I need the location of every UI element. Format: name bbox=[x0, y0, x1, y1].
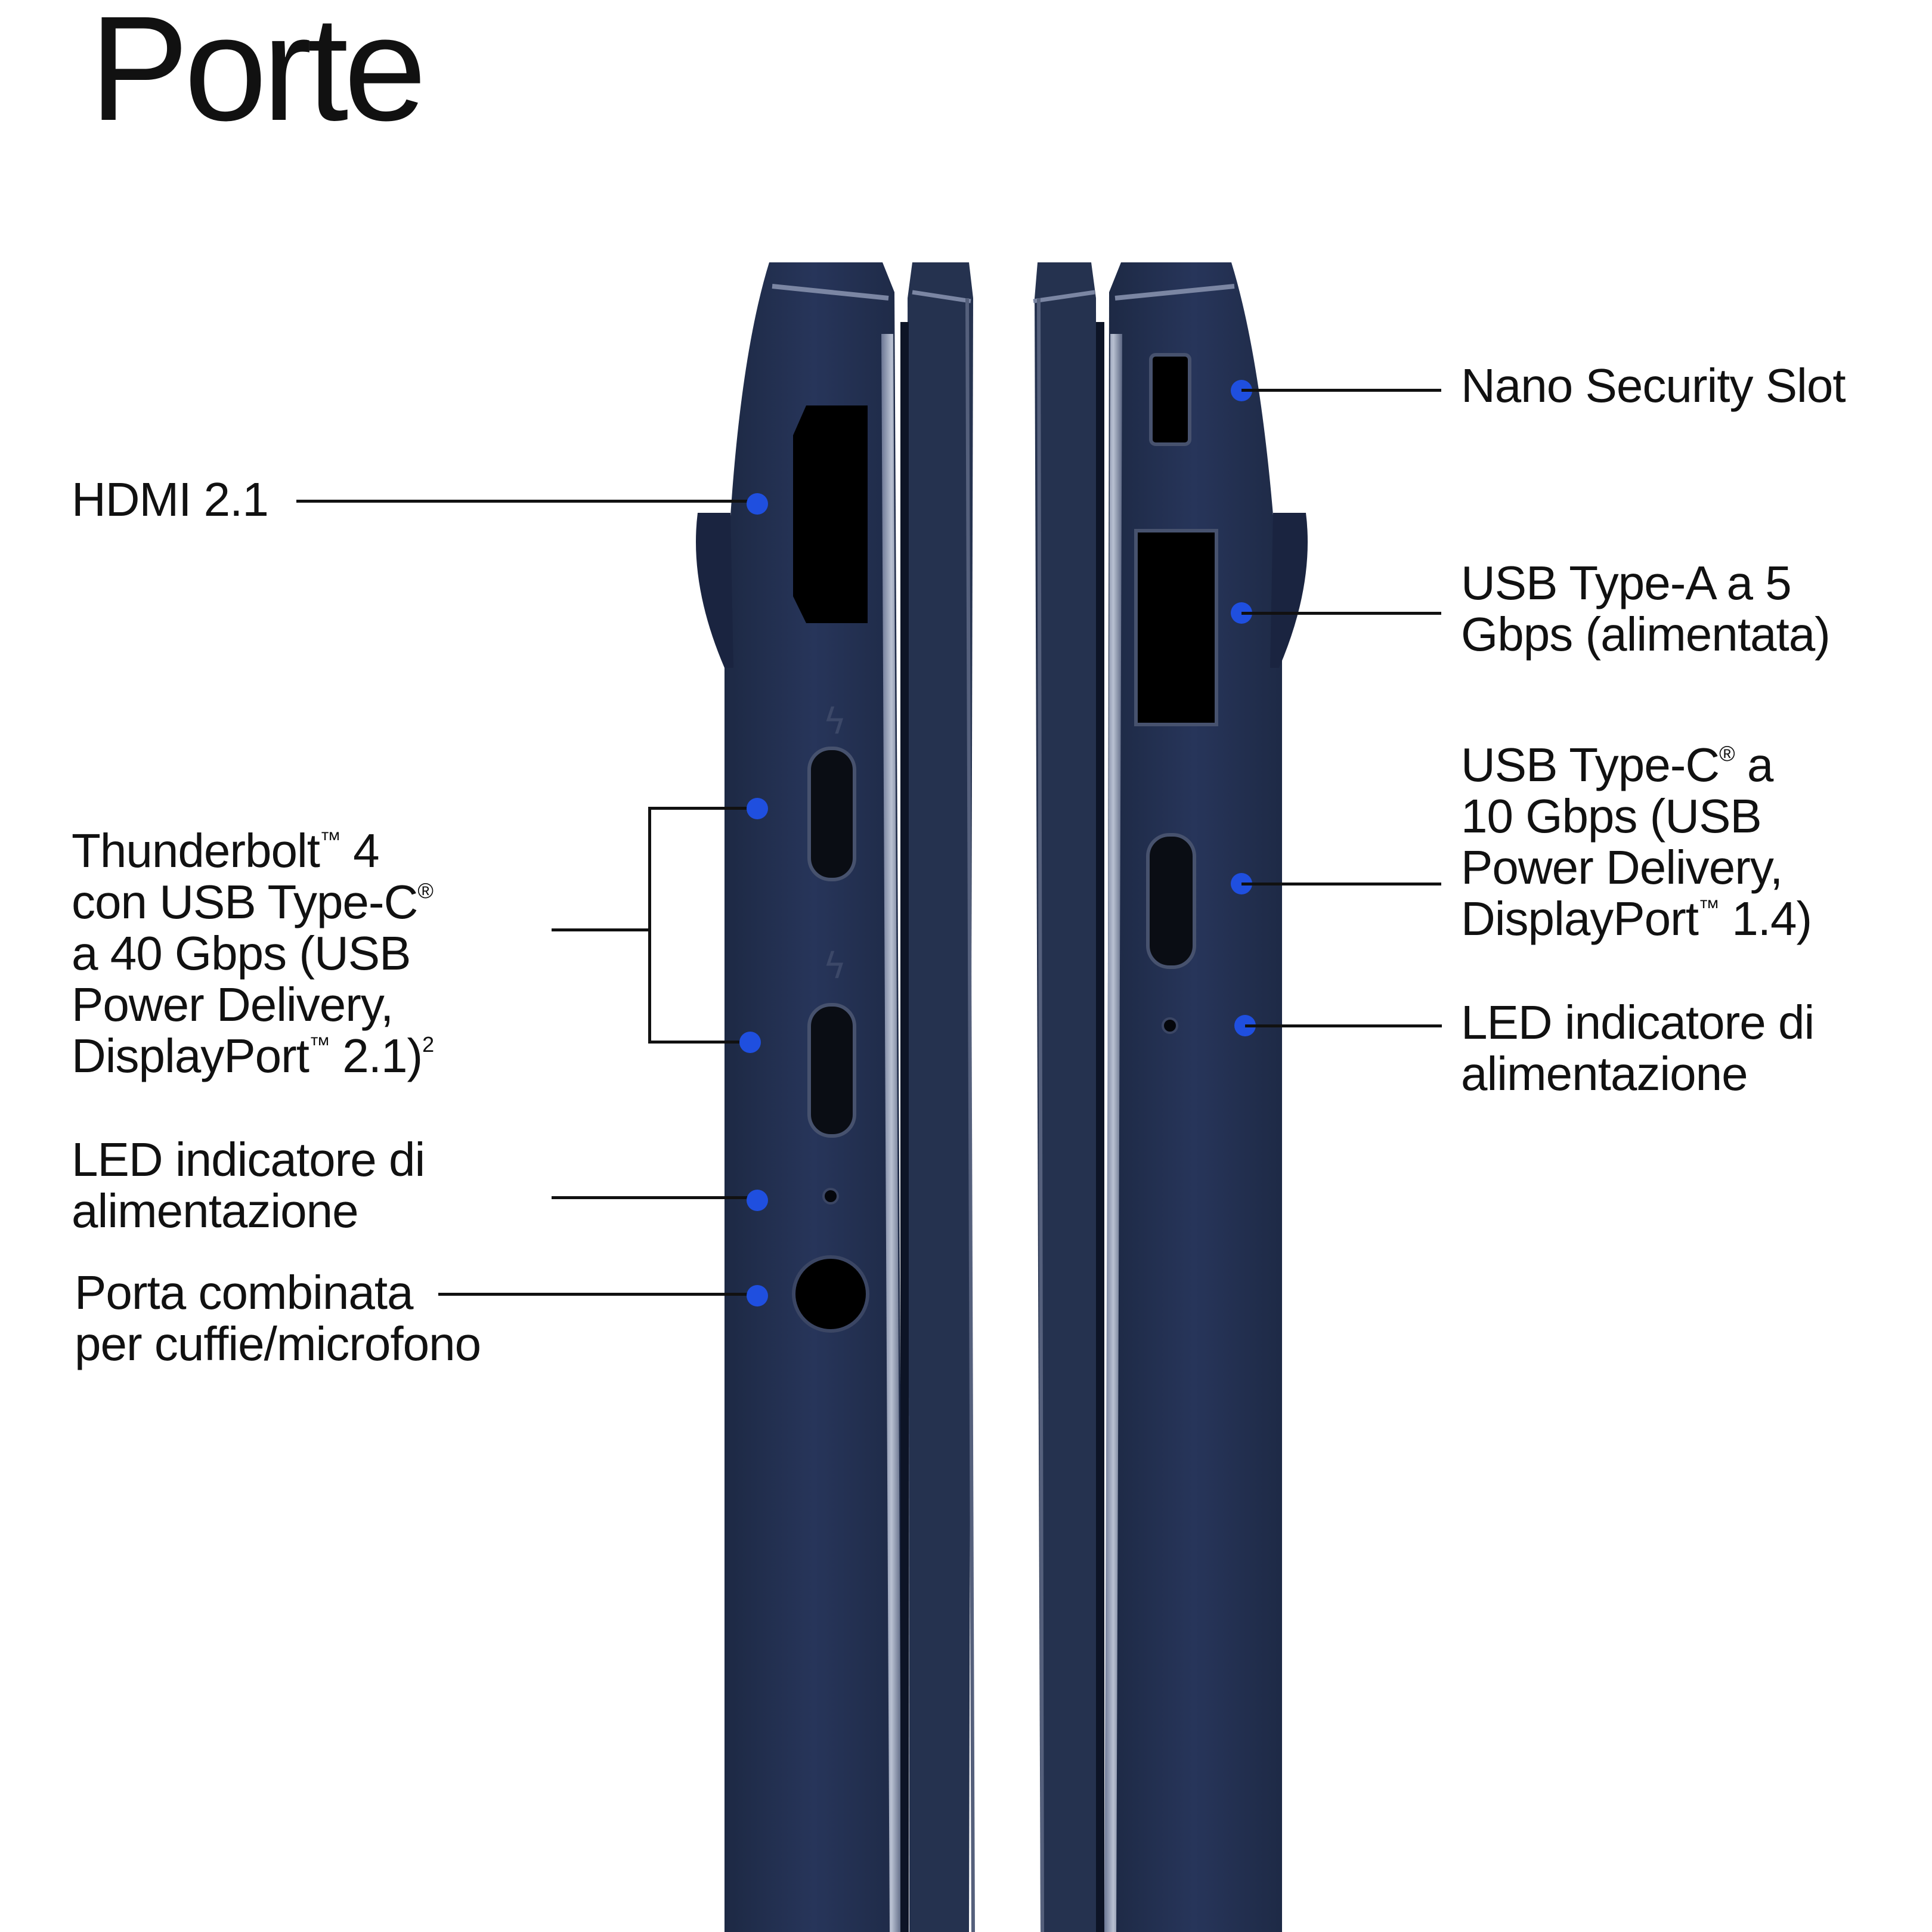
thunderbolt-icon: ϟ bbox=[823, 701, 847, 742]
audio-jack bbox=[792, 1255, 869, 1333]
leader-led-right bbox=[1245, 1024, 1442, 1027]
hdmi-port bbox=[793, 405, 868, 623]
right-base-body bbox=[1106, 262, 1282, 1932]
leader-thunderbolt-bracket bbox=[648, 807, 651, 1044]
power-led-right bbox=[1162, 1017, 1178, 1034]
label-led-left: LED indicatore di alimentazione bbox=[72, 1133, 425, 1237]
leader-usb-c bbox=[1241, 883, 1441, 886]
page-title: Porte bbox=[89, 0, 427, 151]
security-slot bbox=[1149, 353, 1191, 446]
right-lid bbox=[1035, 262, 1097, 1932]
thunderbolt-icon: ϟ bbox=[823, 945, 847, 987]
left-foot bbox=[696, 513, 733, 668]
leader-security bbox=[1241, 389, 1441, 392]
leader-led-left bbox=[552, 1196, 748, 1199]
usb-c-port bbox=[1146, 833, 1196, 969]
leader-audio bbox=[438, 1293, 748, 1296]
left-side-view: ϟ ϟ bbox=[696, 262, 975, 1932]
thunderbolt-port-2 bbox=[807, 1003, 856, 1138]
marker-thunderbolt-2 bbox=[739, 1032, 761, 1053]
leader-hdmi bbox=[296, 500, 756, 503]
label-hdmi: HDMI 2.1 bbox=[72, 473, 269, 526]
leader-thunderbolt-2 bbox=[648, 1041, 747, 1044]
marker-hdmi bbox=[747, 493, 768, 515]
label-usb-a: USB Type-A a 5 Gbps (alimentata) bbox=[1461, 556, 1831, 661]
left-lid bbox=[908, 262, 973, 1932]
marker-thunderbolt-1 bbox=[747, 798, 768, 819]
label-audio: Porta combinata per cuffie/microfono bbox=[75, 1266, 481, 1370]
leader-usb-a bbox=[1241, 612, 1441, 615]
leader-thunderbolt-1 bbox=[648, 807, 756, 810]
power-led bbox=[822, 1188, 839, 1205]
label-usb-c: USB Type-C® a 10 Gbps (USB Power Deliver… bbox=[1461, 738, 1812, 945]
label-thunderbolt: Thunderbolt™ 4 con USB Type-C® a 40 Gbps… bbox=[72, 824, 434, 1082]
label-security: Nano Security Slot bbox=[1461, 359, 1846, 412]
leader-thunderbolt-stem bbox=[552, 928, 650, 931]
right-side-view bbox=[1033, 262, 1308, 1932]
label-led-right: LED indicatore di alimentazione bbox=[1461, 996, 1815, 1100]
thunderbolt-port-1 bbox=[807, 747, 856, 881]
right-edge-strip bbox=[1104, 334, 1122, 1932]
right-foot bbox=[1270, 513, 1308, 668]
marker-led-left bbox=[747, 1190, 768, 1211]
marker-audio bbox=[747, 1285, 768, 1306]
left-edge-strip bbox=[881, 334, 902, 1932]
usb-a-port bbox=[1134, 529, 1218, 726]
